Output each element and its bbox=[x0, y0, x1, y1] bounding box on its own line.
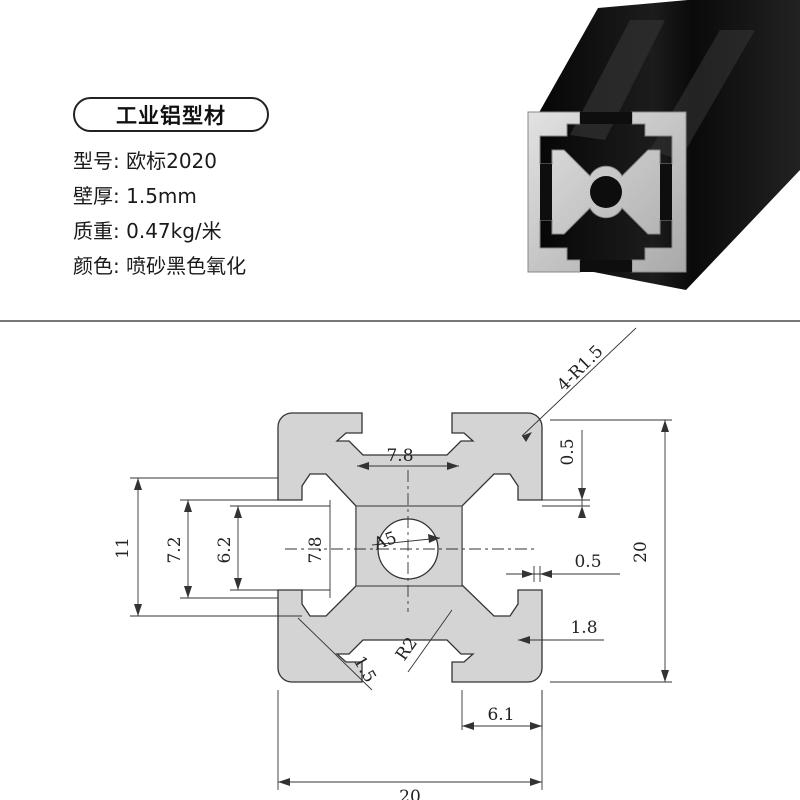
spec-color-label: 颜色: bbox=[73, 254, 120, 278]
cross-section-drawing: 20 20 4-R1.5 0.5 7.8 7.8 11 7.2 6.2 A5 0… bbox=[113, 327, 672, 800]
slot-left-shape bbox=[540, 164, 552, 220]
dim-foot-width: 6.1 bbox=[487, 705, 514, 725]
spec-weight-label: 质重: bbox=[73, 219, 120, 243]
dim-right-gap: 0.5 bbox=[574, 552, 601, 572]
spec-model: 型号: 欧标2020 bbox=[73, 145, 217, 174]
section-divider bbox=[0, 320, 800, 322]
dimension-arrows bbox=[134, 420, 669, 786]
spec-wall-value: 1.5mm bbox=[126, 184, 197, 208]
dimension-lines bbox=[130, 327, 672, 790]
center-hole-shape bbox=[590, 176, 622, 208]
spec-wall-thickness: 壁厚: 1.5mm bbox=[73, 180, 197, 209]
dim-corner-radius: 4-R1.5 bbox=[553, 341, 607, 395]
spec-model-label: 型号: bbox=[73, 149, 120, 173]
spec-wall-label: 壁厚: bbox=[73, 184, 120, 208]
body-highlight-shape bbox=[570, 20, 665, 140]
slot-right-shape bbox=[660, 164, 672, 220]
spec-color: 颜色: 喷砂黑色氧化 bbox=[73, 250, 246, 279]
dim-height-20: 20 bbox=[631, 541, 651, 563]
dim-slot-lip: 0.5 bbox=[558, 438, 578, 465]
spec-weight: 质重: 0.47kg/米 bbox=[73, 215, 222, 244]
product-photo bbox=[527, 0, 800, 290]
dim-slot-inner: 6.2 bbox=[215, 536, 235, 563]
slot-bottom-shape bbox=[580, 260, 632, 272]
spec-weight-value: 0.47kg/米 bbox=[126, 219, 222, 243]
product-title: 工业铝型材 bbox=[73, 97, 269, 132]
dim-inner-height: 7.8 bbox=[306, 536, 326, 563]
spec-color-value: 喷砂黑色氧化 bbox=[126, 254, 247, 278]
dim-inner-width: 7.8 bbox=[386, 446, 413, 466]
slot-top-shape bbox=[580, 112, 632, 124]
dim-wall: 1.8 bbox=[570, 618, 597, 638]
dim-slot-outer: 11 bbox=[113, 537, 133, 559]
dim-slot-mid: 7.2 bbox=[165, 536, 185, 563]
spec-model-value: 欧标2020 bbox=[126, 149, 218, 173]
dim-width-20: 20 bbox=[399, 787, 421, 800]
